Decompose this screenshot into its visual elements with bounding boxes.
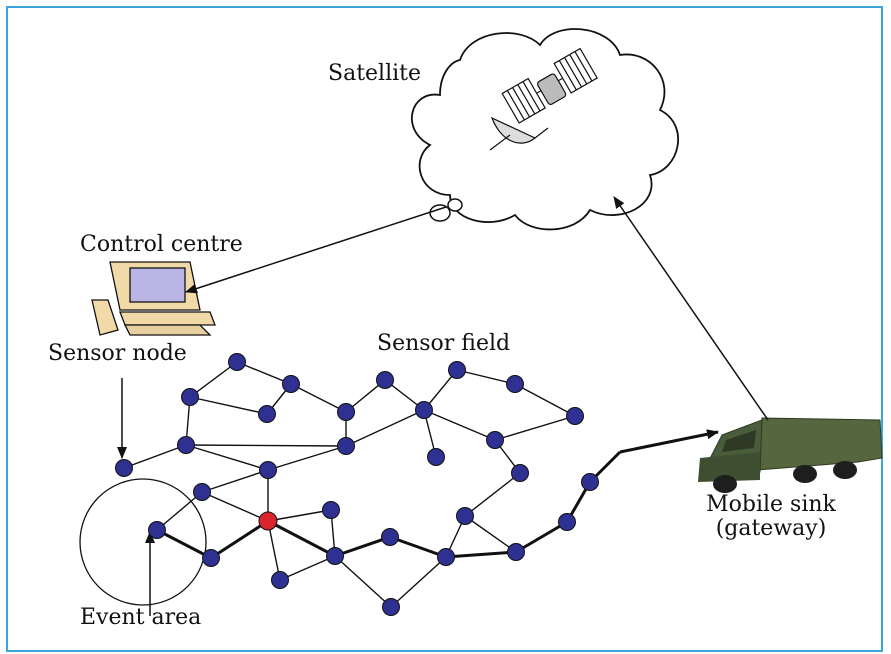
sink-route-link — [210, 519, 269, 560]
computer-icon — [91, 261, 216, 336]
sink-route-link — [267, 519, 336, 558]
sensor-node — [181, 388, 199, 406]
mobile-sink-line1: Mobile sink — [706, 492, 836, 517]
network-link — [267, 520, 281, 581]
network-link — [456, 369, 516, 385]
network-edges — [123, 361, 622, 608]
sensor-node-label: Sensor node — [48, 341, 187, 366]
sensor-node — [115, 459, 133, 477]
network-link — [290, 383, 347, 413]
network-link — [345, 409, 425, 447]
sensor-node — [148, 521, 166, 539]
sensor-node — [506, 375, 524, 393]
sensor-node — [271, 571, 289, 589]
sensor-node — [322, 501, 340, 519]
route-to-sink-arrow — [619, 429, 719, 454]
network-link — [156, 491, 203, 531]
network-link — [494, 415, 576, 441]
sensor-node — [427, 448, 445, 466]
sink-route-link — [334, 535, 391, 558]
sensor-node — [381, 528, 399, 546]
network-link — [236, 361, 292, 385]
sensor-node — [193, 483, 211, 501]
sensor-node — [202, 549, 220, 567]
sink-to-satellite-arrow — [613, 196, 769, 421]
sensor-node — [258, 405, 276, 423]
sensor-node — [437, 548, 455, 566]
sink-route-link — [515, 520, 568, 554]
network-link — [464, 472, 521, 517]
sensor-field-label: Sensor field — [377, 331, 511, 356]
sensor-node — [486, 431, 504, 449]
event-area-circle — [79, 478, 207, 606]
network-link — [201, 491, 269, 522]
event-area-label: Event area — [80, 605, 202, 630]
sensor-nodes — [115, 353, 599, 616]
satellite-to-control-arrow — [185, 206, 447, 294]
network-link — [267, 509, 332, 522]
communication-arrows — [117, 196, 769, 616]
network-link — [267, 445, 347, 471]
sensor-node — [415, 401, 433, 419]
network-link — [189, 361, 238, 398]
sensor-node — [177, 436, 195, 454]
network-link — [185, 444, 269, 471]
satellite-label: Satellite — [328, 61, 422, 86]
sensor-node — [566, 407, 584, 425]
mobile-sink-label: Mobile sink (gateway) — [696, 493, 846, 541]
sensor-node — [259, 461, 277, 479]
sensor-node — [507, 543, 525, 561]
network-link — [514, 383, 576, 417]
sensor-node — [326, 547, 344, 565]
network-link — [123, 444, 187, 469]
sensor-node — [376, 371, 394, 389]
network-link — [201, 469, 269, 493]
event-sensor-node — [258, 511, 278, 531]
mobile-sink-line2: (gateway) — [715, 516, 827, 541]
sink-route-link — [389, 535, 447, 559]
sensor-node — [228, 353, 246, 371]
sink-route-link — [156, 528, 212, 560]
sink-route-link — [445, 550, 517, 559]
satellite-icon — [489, 47, 598, 151]
control-centre-label: Control centre — [80, 232, 243, 257]
sensor-node — [337, 437, 355, 455]
network-link — [189, 396, 268, 415]
network-link — [185, 444, 347, 447]
sensor-node — [448, 361, 466, 379]
sensor-node — [382, 598, 400, 616]
sensor-node — [511, 464, 529, 482]
sensor-node — [558, 513, 576, 531]
network-link — [334, 555, 392, 608]
cloud-icon — [411, 28, 679, 231]
network-link — [390, 556, 447, 608]
sensor-node — [581, 473, 599, 491]
network-link — [464, 515, 517, 553]
sensor-node — [456, 507, 474, 525]
network-link — [423, 409, 496, 441]
network-link — [279, 555, 336, 581]
sensor-node — [282, 375, 300, 393]
sensor-node — [337, 403, 355, 421]
truck-icon — [698, 417, 883, 493]
